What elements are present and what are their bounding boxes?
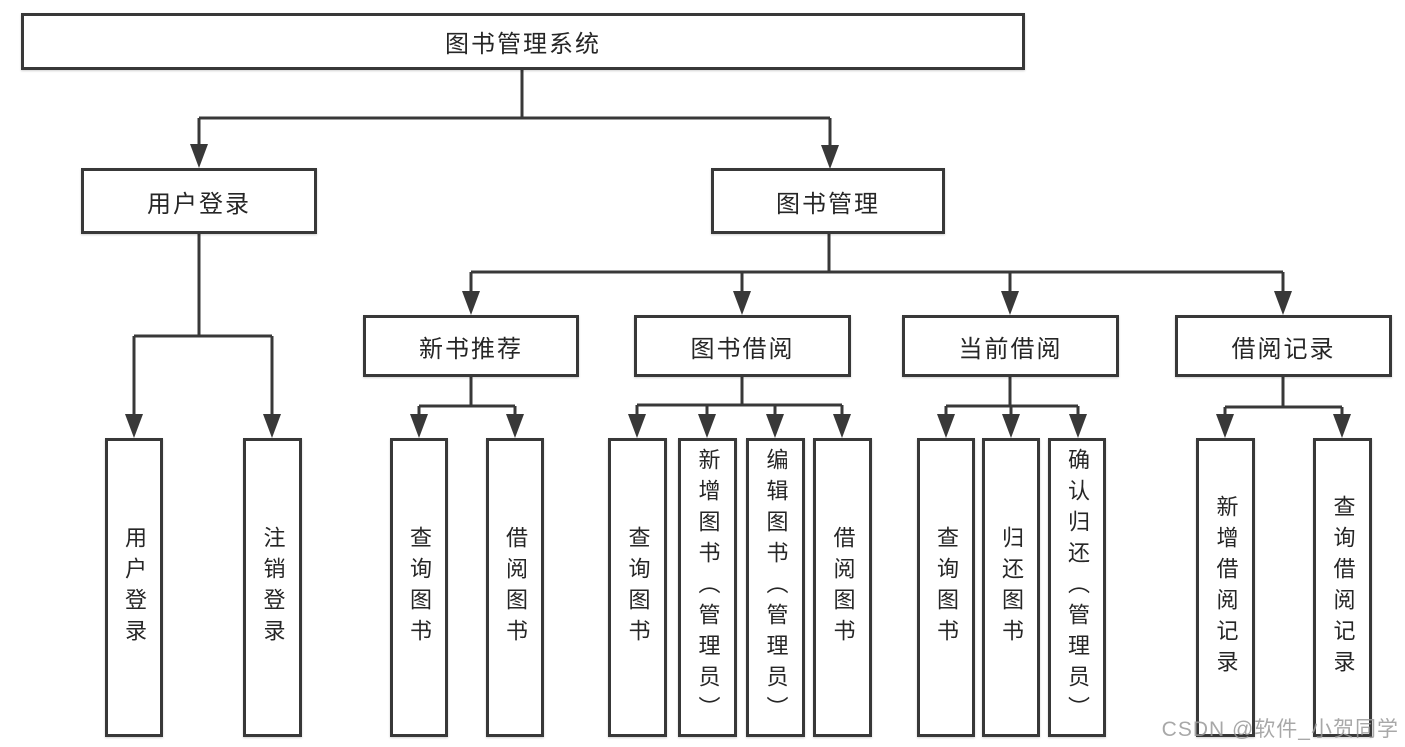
node-borrow-records: 借阅记录: [1175, 315, 1392, 377]
leaf-user-login: 用户登录: [105, 438, 163, 737]
leaf-edit-book-admin-label: 编辑图书（管理员）: [763, 448, 789, 727]
node-book-management-label: 图书管理: [776, 190, 880, 218]
node-borrow-records-label: 借阅记录: [1231, 335, 1336, 363]
node-root-label: 图书管理系统: [445, 31, 601, 58]
node-current-borrow: 当前借阅: [902, 315, 1119, 377]
leaf-edit-book-admin: 编辑图书（管理员）: [746, 438, 805, 737]
node-new-book-recommend: 新书推荐: [363, 315, 579, 377]
tree-branch-lines: [132, 70, 1344, 420]
leaf-borrow-books-label: 借阅图书: [830, 525, 856, 650]
leaf-logout-label: 注销登录: [260, 525, 286, 650]
leaf-query-books-borrow-label: 查询图书: [625, 525, 651, 650]
leaf-borrow-books: 借阅图书: [813, 438, 872, 737]
leaf-query-books-current: 查询图书: [917, 438, 975, 737]
leaf-query-books-current-label: 查询图书: [934, 525, 959, 650]
node-book-borrow: 图书借阅: [634, 315, 851, 377]
leaf-query-borrow-record: 查询借阅记录: [1313, 438, 1372, 737]
node-book-management: 图书管理: [711, 168, 945, 234]
leaf-query-books-recommend-label: 查询图书: [407, 525, 432, 650]
leaf-query-books-borrow: 查询图书: [608, 438, 667, 737]
node-user-login-label: 用户登录: [147, 190, 251, 218]
arrow-down-icons: [125, 144, 1351, 438]
leaf-confirm-return-admin-label: 确认归还（管理员）: [1065, 448, 1090, 727]
leaf-return-book-label: 归还图书: [999, 525, 1024, 650]
leaf-borrow-books-recommend: 借阅图书: [486, 438, 544, 737]
leaf-confirm-return-admin: 确认归还（管理员）: [1048, 438, 1106, 737]
leaf-query-borrow-record-label: 查询借阅记录: [1330, 494, 1356, 681]
leaf-return-book: 归还图书: [982, 438, 1040, 737]
node-new-book-recommend-label: 新书推荐: [419, 335, 523, 363]
leaf-add-borrow-record-label: 新增借阅记录: [1213, 494, 1239, 681]
leaf-add-book-admin-label: 新增图书（管理员）: [695, 448, 721, 727]
leaf-user-login-label: 用户登录: [122, 525, 147, 650]
leaf-logout: 注销登录: [243, 438, 302, 737]
leaf-borrow-books-recommend-label: 借阅图书: [503, 525, 528, 650]
node-book-borrow-label: 图书借阅: [690, 335, 795, 363]
node-current-borrow-label: 当前借阅: [958, 335, 1063, 363]
node-user-login: 用户登录: [81, 168, 317, 234]
watermark: CSDN @软件_小贺同学: [1161, 718, 1399, 741]
leaf-add-borrow-record: 新增借阅记录: [1196, 438, 1255, 737]
node-root: 图书管理系统: [21, 13, 1025, 70]
leaf-query-books-recommend: 查询图书: [390, 438, 448, 737]
leaf-add-book-admin: 新增图书（管理员）: [678, 438, 737, 737]
